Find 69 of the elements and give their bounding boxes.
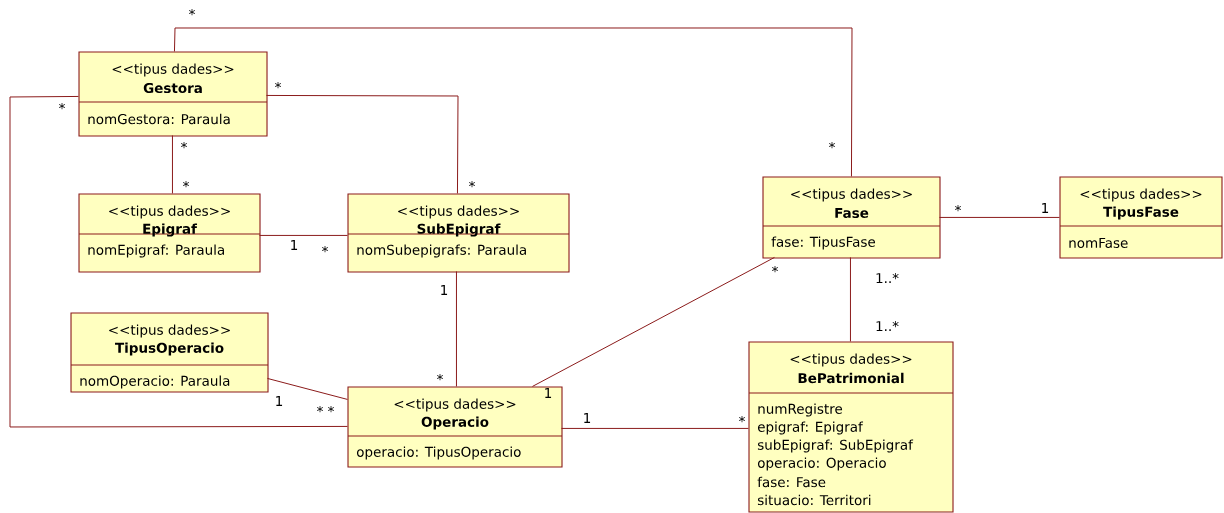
multiplicity-label: 1: [441, 285, 448, 295]
attribute-text: operacio: Operacio: [757, 457, 886, 471]
association-line: [265, 94, 459, 194]
multiplicity-label: *: [322, 246, 328, 253]
stereotype-label: <<tipus dades>>: [791, 188, 912, 202]
class-name: SubEpigraf: [417, 223, 501, 237]
class-box: [70, 312, 269, 393]
multiplicity-label: 1: [276, 396, 283, 406]
class-box: [748, 341, 954, 513]
attribute-text: fase: Fase: [757, 476, 826, 488]
multiplicity-label: *: [189, 9, 195, 16]
association-line: [531, 256, 775, 387]
attribute-text: operacio: TipusOperacio: [356, 446, 521, 460]
class-name: BePatrimonial: [798, 372, 904, 384]
class-box: [78, 51, 268, 137]
association-line: [9, 95, 348, 428]
multiplicity-label: *: [955, 205, 961, 212]
association-line: [258, 234, 348, 236]
attribute-text: nomFase: [1069, 237, 1128, 248]
multiplicity-label: *: [328, 405, 334, 413]
stereotype-label: <<tipus dades>>: [394, 398, 516, 412]
association-line: [938, 216, 1060, 218]
class-name: Fase: [835, 207, 869, 218]
multiplicity-label: *: [317, 405, 323, 413]
attribute-text: nomSubepigrafs: Paraula: [357, 244, 526, 258]
class-name: TipusFase: [1103, 206, 1179, 220]
association-line: [455, 270, 457, 387]
stereotype-label: <<tipus dades>>: [398, 205, 519, 219]
multiplicity-label: *: [829, 142, 835, 149]
stereotype-label: <<tipus dades>>: [790, 353, 912, 367]
multiplicity-label: *: [739, 415, 745, 423]
class-box: [1059, 176, 1223, 259]
multiplicity-label: *: [275, 82, 281, 89]
association-line: [560, 427, 749, 429]
multiplicity-label: *: [437, 373, 443, 381]
multiplicity-label: *: [772, 266, 778, 273]
association-line: [849, 256, 851, 342]
association-line: [266, 377, 348, 400]
attribute-text: situacio: Territori: [757, 494, 871, 506]
class-name: Epigraf: [143, 223, 198, 237]
class-box: [78, 193, 261, 273]
attribute-text: nomEpigraf: Paraula: [88, 244, 224, 258]
attribute-text: nomOperacio: Paraula: [80, 375, 230, 389]
class-box: [347, 193, 570, 273]
attribute-text: epigraf: Epigraf: [757, 421, 864, 435]
attribute-text: nomGestora: Paraula: [88, 113, 230, 125]
class-name: Operacio: [421, 416, 489, 430]
association-line: [171, 134, 173, 194]
class-box: [762, 176, 941, 259]
stereotype-label: <<tipus dades>>: [109, 324, 230, 338]
association-line: [173, 27, 853, 177]
stereotype-label: <<tipus dades>>: [1080, 188, 1202, 202]
stereotype-label: <<tipus dades>>: [112, 63, 234, 77]
multiplicity-label: 1: [1042, 203, 1049, 213]
multiplicity-label: *: [469, 181, 475, 188]
multiplicity-label: 1: [584, 413, 591, 423]
multiplicity-label: *: [59, 103, 65, 110]
attribute-text: subEpigraf: SubEpigraf: [757, 439, 914, 453]
attribute-text: fase: TipusFase: [771, 236, 875, 250]
multiplicity-label: 1..*: [876, 273, 899, 283]
class-box: [347, 386, 563, 468]
class-name: TipusOperacio: [115, 342, 224, 356]
multiplicity-label: *: [181, 142, 187, 149]
multiplicity-label: *: [183, 181, 189, 188]
multiplicity-label: 1: [291, 240, 298, 250]
attribute-text: numRegistre: [758, 403, 843, 417]
class-name: Gestora: [143, 82, 202, 94]
stereotype-label: <<tipus dades>>: [109, 205, 230, 219]
multiplicity-label: 1: [545, 388, 552, 398]
